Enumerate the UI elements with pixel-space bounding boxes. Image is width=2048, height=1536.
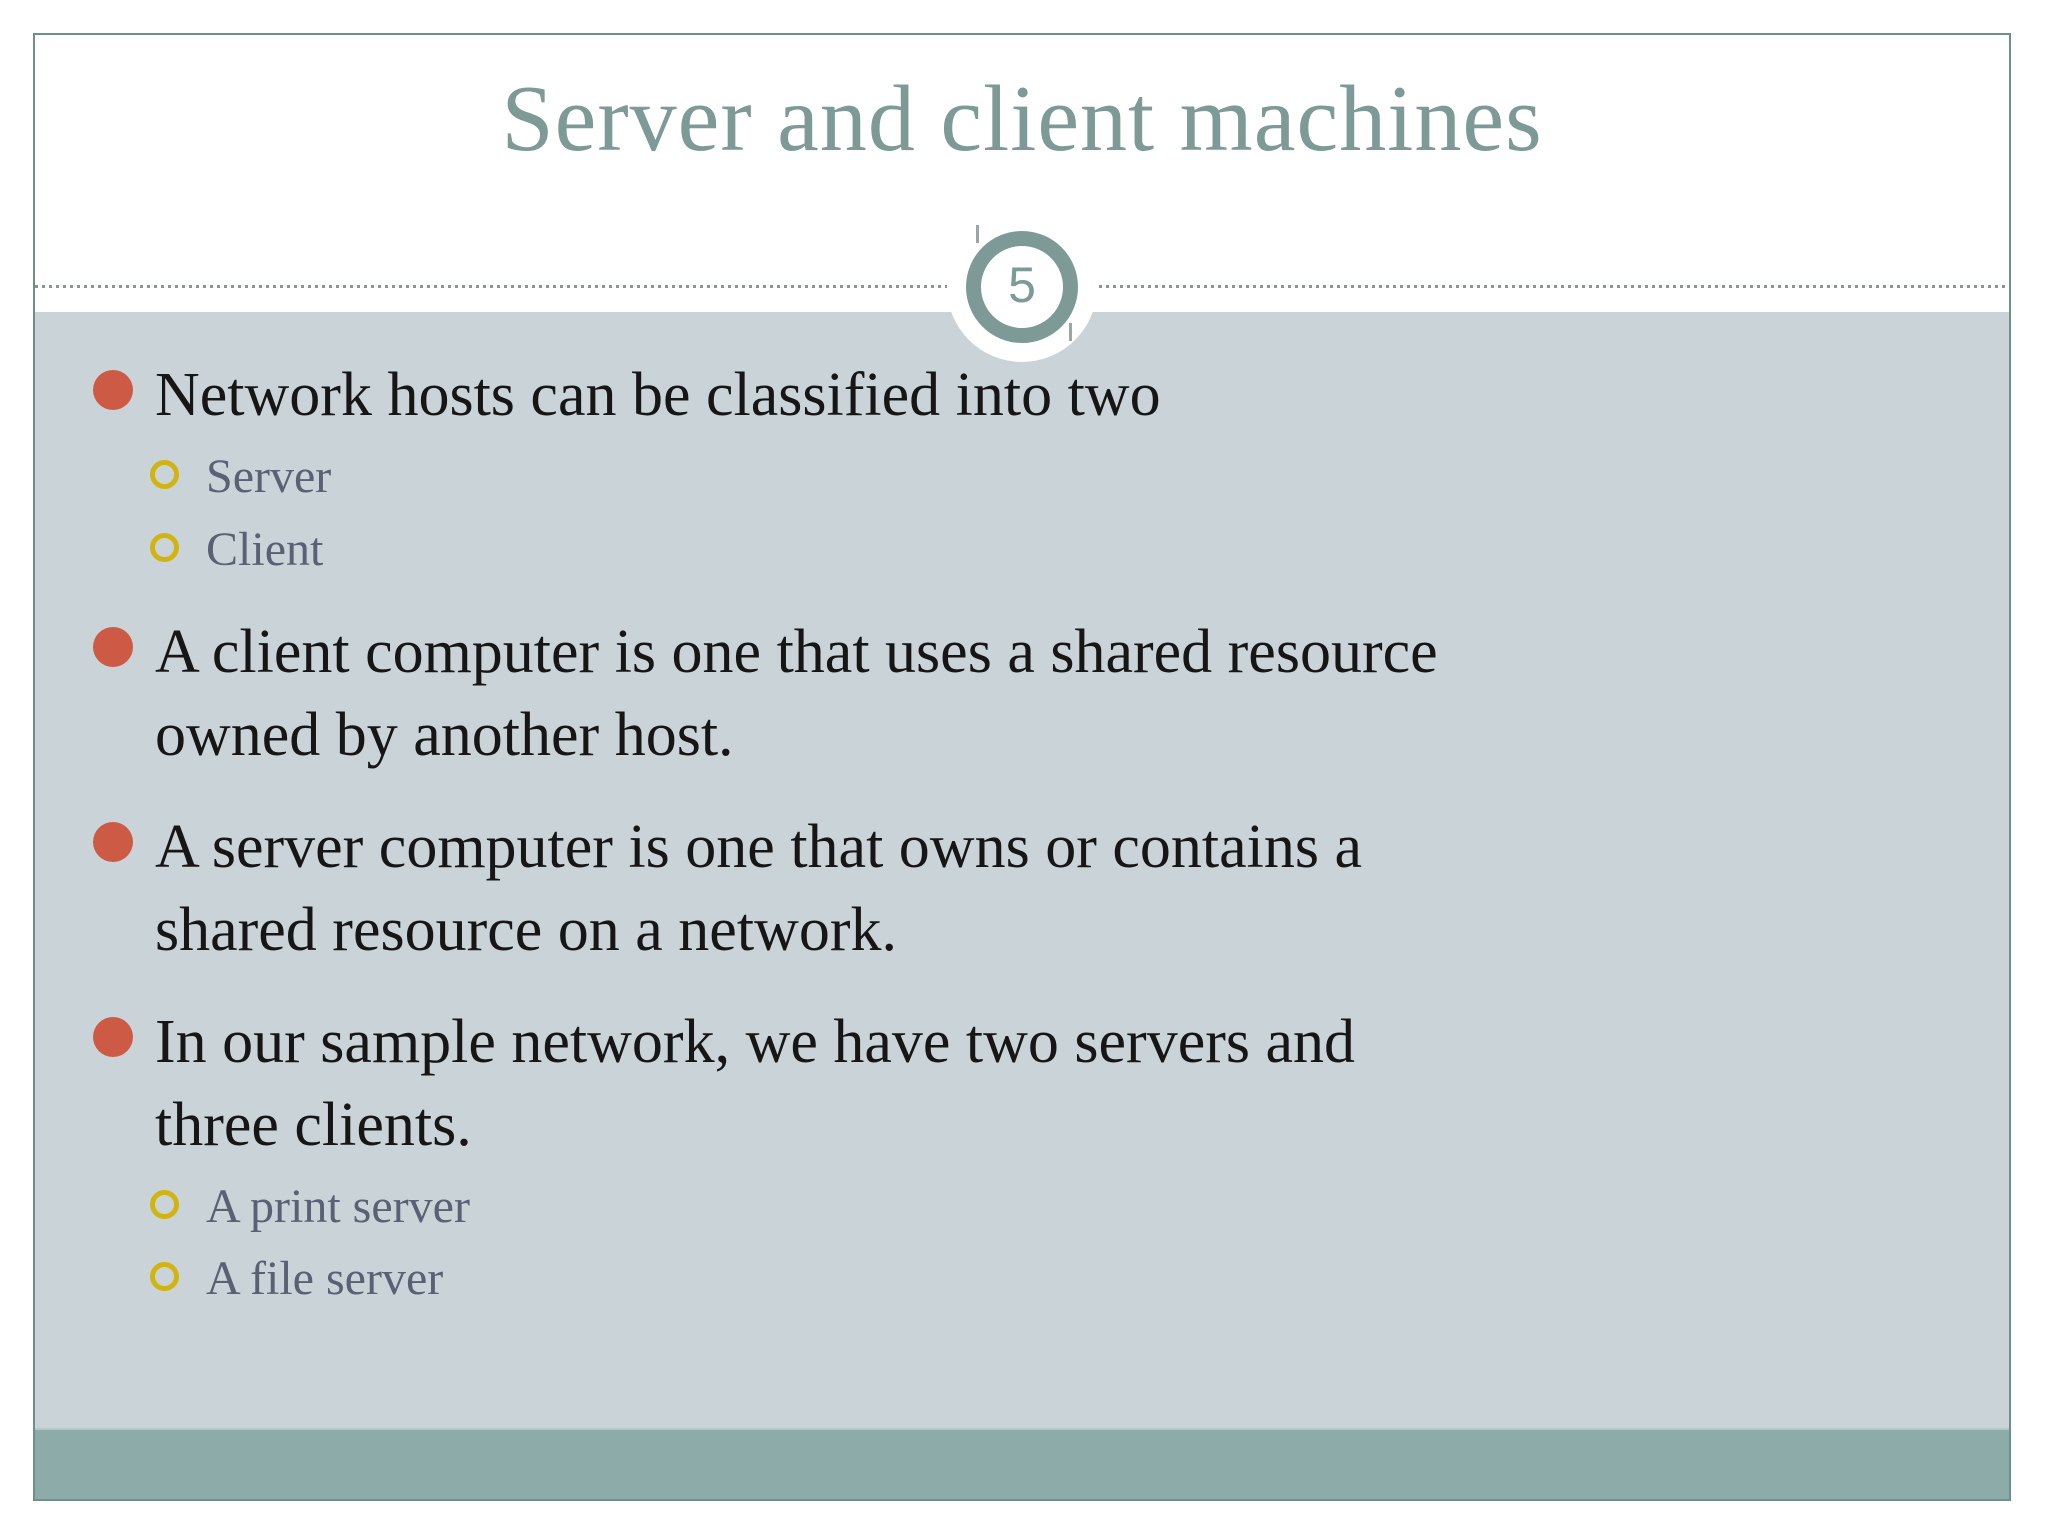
bullet-dot-icon — [93, 822, 133, 863]
sub-bullet-text: Client — [206, 522, 324, 576]
sub-bullet-item: A print server — [150, 1176, 1959, 1238]
bullet-item: Network hosts can be classified into two — [93, 354, 1959, 436]
sub-bullet-ring-icon — [150, 460, 179, 490]
sub-bullet-ring-icon — [150, 1189, 179, 1219]
slide-title: Server and client machines — [501, 67, 1543, 171]
sub-bullet-text: Server — [206, 450, 332, 504]
page-number-badge: 5 — [947, 212, 1097, 362]
bullet-text: A client computer is one that uses a sha… — [155, 618, 1438, 769]
sub-bullet-ring-icon — [150, 532, 179, 562]
bullet-dot-icon — [93, 1017, 133, 1058]
sub-bullet-ring-icon — [150, 1262, 179, 1292]
tick-mark-bottom-icon — [1069, 323, 1072, 341]
page-number: 5 — [1008, 257, 1036, 313]
sub-bullet-item: Server — [150, 446, 1959, 508]
tick-mark-top-icon — [976, 225, 979, 243]
sub-bullet-text: A print server — [206, 1179, 470, 1233]
bullet-item: A server computer is one that owns or co… — [93, 806, 1959, 971]
bullet-item: A client computer is one that uses a sha… — [93, 611, 1959, 776]
sub-bullet-text: A file server — [206, 1252, 444, 1306]
bullet-text: Network hosts can be classified into two — [155, 361, 1161, 429]
page-number-ring-icon: 5 — [966, 231, 1078, 343]
bullet-dot-icon — [93, 370, 133, 410]
footer-bar — [35, 1428, 2009, 1499]
bullet-text: In our sample network, we have two serve… — [155, 1008, 1356, 1159]
bullet-dot-icon — [93, 627, 133, 668]
slide: Server and client machines 5 Network hos… — [33, 33, 2011, 1501]
bullet-text: A server computer is one that owns or co… — [155, 813, 1362, 964]
bullet-item: In our sample network, we have two serve… — [93, 1001, 1959, 1166]
sub-bullet-item: A file server — [150, 1248, 1959, 1310]
slide-header: Server and client machines 5 — [35, 35, 2009, 362]
sub-bullet-item: Client — [150, 519, 1959, 581]
slide-body: Network hosts can be classified into two… — [35, 312, 2009, 1428]
